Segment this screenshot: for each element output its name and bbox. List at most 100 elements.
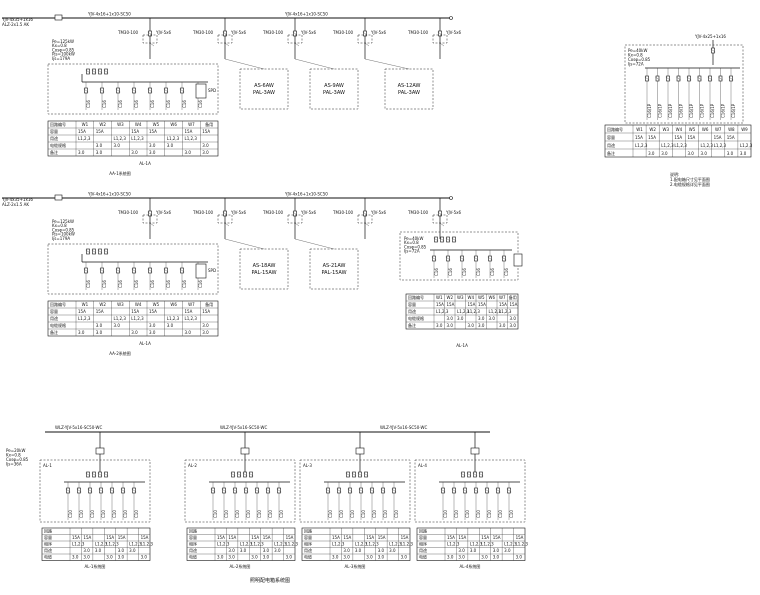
table-cell: L1,2,3 — [447, 541, 460, 546]
table-cell: 15A — [714, 135, 722, 140]
table-cell: L1,2,3 — [366, 541, 379, 546]
table-footer: AL-1A — [139, 161, 151, 166]
table-row-header: 容量 — [419, 534, 427, 540]
table-row-header: 相序 — [419, 540, 427, 546]
circuit-label: C16 — [182, 100, 187, 108]
breaker-slash — [210, 488, 216, 493]
table-cell: L1,2,3 — [674, 143, 687, 148]
table-col-header: W2 — [649, 127, 656, 132]
incoming-spec-label: ALZ-2x1.5 AK — [2, 22, 29, 27]
table-cell: 3.0 — [504, 548, 511, 553]
breaker-slash — [439, 237, 445, 242]
table-cell: 15A — [131, 309, 139, 314]
isolator-icon — [95, 447, 105, 455]
lighting-box — [414, 459, 526, 523]
panel-caption: AA-1系统图 — [109, 170, 130, 176]
table-cell: 3.0 — [286, 554, 293, 559]
circuit-label: C10 — [246, 510, 251, 518]
table-row-header: 相序 — [44, 540, 52, 546]
table-cell: 3.0 — [149, 323, 156, 328]
table-cell: 3.0 — [661, 151, 668, 156]
table-row-header: 用途 — [50, 315, 58, 321]
table-cell: 3.0 — [95, 548, 102, 553]
table-cell: L1,2,3 — [217, 541, 230, 546]
table-col-header: W7 — [715, 127, 722, 132]
table-cell: L1,2,3 — [332, 541, 345, 546]
table-row-header: 用途 — [44, 547, 52, 553]
table-row-header: 用途 — [304, 547, 312, 553]
spec-label: YJV-5x6 — [300, 30, 316, 35]
panel-parameter: Ijs=179A — [52, 236, 70, 241]
table-cell: L1,2,3 — [141, 541, 154, 546]
circuit-label: C10 — [90, 510, 95, 518]
table-cell: 15A — [516, 535, 524, 540]
circuit-label: C16 — [504, 268, 509, 276]
table-col-header: W5 — [689, 127, 696, 132]
feeder-arrow — [364, 42, 370, 47]
table-cell: 3.0 — [378, 548, 385, 553]
table-footer: AL-1A — [456, 343, 468, 348]
bus-end-icon — [449, 16, 453, 20]
table-row-header: 回路编号 — [50, 301, 66, 307]
table-col-header: W5 — [153, 302, 160, 307]
circuit-label: C10 — [101, 510, 106, 518]
table-cell: 3.0 — [470, 548, 477, 553]
distribution-box — [47, 63, 219, 115]
circuit-label: C10 — [235, 510, 240, 518]
breaker-slash — [697, 76, 702, 81]
table-col-header: W3 — [457, 295, 464, 300]
spec-label: YJV-5x6 — [230, 210, 246, 215]
table-cell: L1,2,3 — [635, 143, 648, 148]
breaker-slash — [276, 488, 282, 493]
incoming-spec-label: ALZ-2x1.5 AK — [2, 202, 29, 207]
table-cell: 3.0 — [83, 554, 90, 559]
table-cell: 3.0 — [217, 554, 224, 559]
table-cell: 15A — [468, 302, 476, 307]
table-col-header: W6 — [489, 295, 496, 300]
breaker-slash — [369, 488, 375, 493]
table-cell: 3.0 — [701, 151, 708, 156]
table-row-header: 回路编号 — [50, 121, 66, 127]
table-col-header: W4 — [468, 295, 475, 300]
breaker-slash — [363, 472, 369, 477]
breaker-slash — [76, 488, 82, 493]
bottom-caption: 照明配电箱系统图 — [250, 577, 290, 584]
table-cell: 3.0 — [240, 548, 247, 553]
breaker-slash — [131, 488, 137, 493]
table-frame — [41, 527, 151, 561]
panel-parameter: Cosφ=0.85 — [6, 457, 29, 462]
table-col-header: W1 — [636, 127, 643, 132]
spec-label: YJV-5x6 — [230, 30, 246, 35]
table-cell: 3.0 — [228, 548, 235, 553]
table-cell: 15A — [72, 535, 80, 540]
table-col-header: W2 — [447, 295, 454, 300]
table-footer: AL-1A — [139, 341, 151, 346]
spec-label: TM30-100 — [262, 210, 284, 215]
table-col-header: W9 — [741, 127, 748, 132]
load-link — [294, 58, 335, 70]
table-cell: L1,2,3 — [78, 136, 91, 141]
table-col-header: W4 — [135, 122, 142, 127]
table-row-header: 用途 — [408, 308, 416, 314]
table-cell: 3.0 — [149, 330, 156, 335]
table-row-header: 容量 — [304, 534, 312, 540]
breaker-slash — [358, 488, 364, 493]
bus-label: WLZ-YJV-5x16-SC50-WC — [55, 425, 102, 430]
table-cell: L1,2,3 — [131, 316, 144, 321]
table-cell: 15A — [78, 129, 86, 134]
table-cell: 15A — [481, 535, 489, 540]
circuit-label: C16 — [86, 100, 91, 108]
box-id: AL-2 — [188, 463, 197, 468]
breaker-slash — [380, 488, 386, 493]
table-col-header: W1 — [82, 122, 89, 127]
panel-parameter: Pjs=100kW — [52, 52, 75, 57]
table-cell: 3.0 — [202, 323, 209, 328]
table-row-header: 备注 — [50, 329, 58, 335]
note-line: 1.配电箱尺寸见平面图 — [670, 176, 710, 182]
distribution-box — [47, 243, 219, 295]
table-cell: 3.0 — [78, 150, 85, 155]
load-link — [224, 58, 265, 70]
breaker-slash — [433, 237, 439, 242]
bus-label: YJV-4x16+1x10-SC50 — [284, 192, 328, 197]
